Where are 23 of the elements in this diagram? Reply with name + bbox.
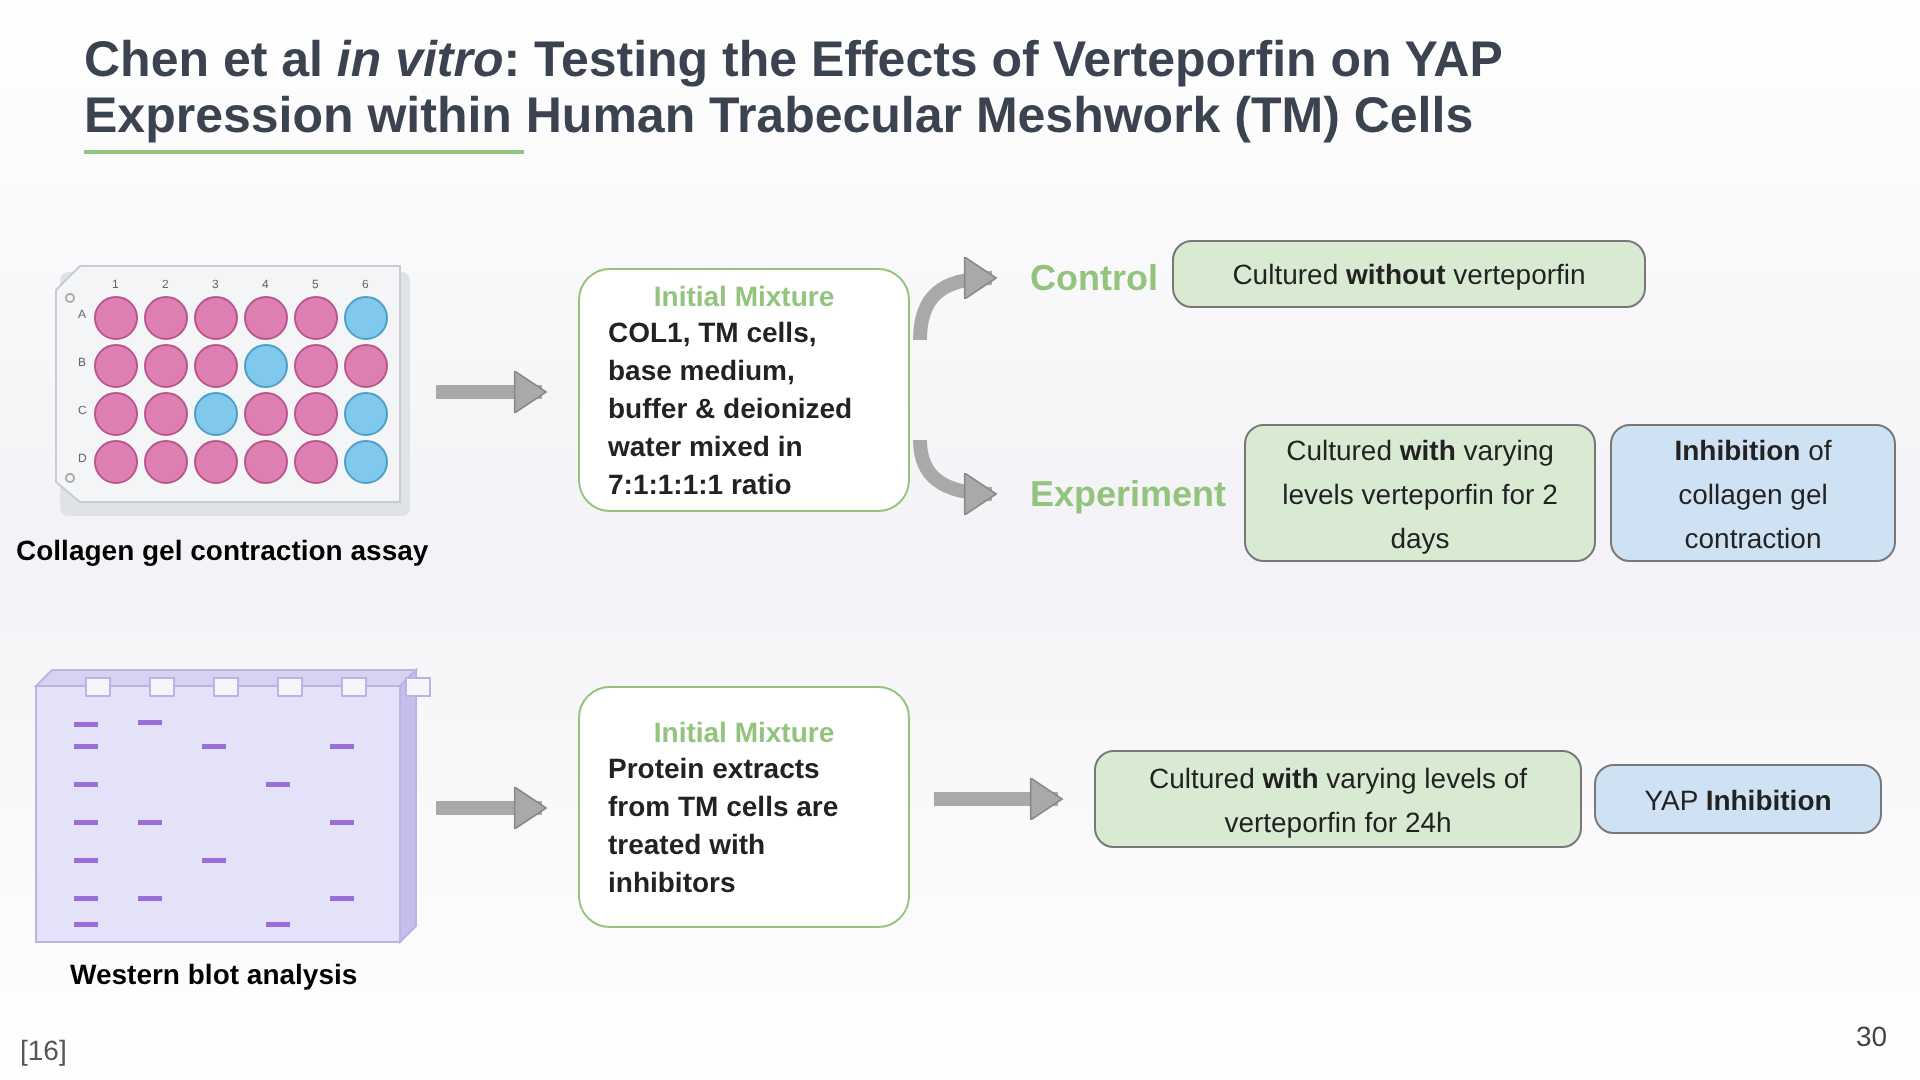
branch-label: Experiment — [1028, 468, 1228, 520]
image-caption: Western blot analysis — [70, 958, 358, 990]
reference-number: [16] — [20, 1034, 67, 1066]
arrow — [436, 786, 547, 830]
process-box: Cultured with varying levels of verteporfin for 24h — [1094, 750, 1582, 848]
slide-title: Chen et al in vitro: Testing the Effects of Verteporfin on YAP Expression within Human Trabecular Meshwork (TM) Cells — [84, 32, 1504, 144]
arrow — [436, 370, 547, 414]
result-box: Inhibition of collagen gel contraction — [1610, 424, 1896, 562]
box-heading: Initial Mixture — [651, 277, 837, 313]
branch-label: Control — [1028, 252, 1160, 304]
process-box — [578, 268, 910, 512]
process-box: Cultured with varying levels verteporfin for 2 days — [1244, 424, 1596, 562]
box-heading: Initial Mixture — [651, 713, 837, 749]
page-number: 30 — [1856, 1020, 1888, 1052]
process-box: Cultured without verteporfin — [1172, 240, 1646, 308]
arrow — [934, 777, 1063, 821]
box-text: Protein extracts from TM cells are treated with inhibitors — [608, 749, 841, 901]
result-box: YAP Inhibition — [1594, 764, 1882, 834]
arrow — [913, 439, 997, 515]
arrow — [913, 257, 997, 341]
process-box — [578, 686, 910, 928]
box-text: COL1, TM cells, base medium, buffer & deionized water mixed in 7:1:1:1:1 ratio — [608, 313, 855, 503]
image-caption: Collagen gel contraction assay — [16, 534, 429, 566]
